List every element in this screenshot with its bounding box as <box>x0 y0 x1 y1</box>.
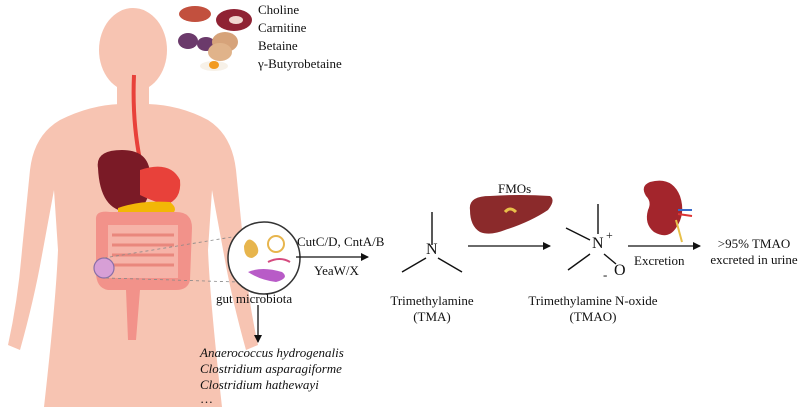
tma-nitrogen-atom: N <box>426 241 438 258</box>
nutrient-gamma-butyrobetaine: γ-Butyrobetaine <box>258 56 342 71</box>
tmao-nitrogen-atom: N <box>592 235 604 252</box>
tmao-name: Trimethylamine N-oxide <box>528 293 658 308</box>
enzymes-label-line2: YeaW/X <box>314 263 359 278</box>
outcome-line2: excreted in urine <box>710 252 798 267</box>
nutrient-betaine: Betaine <box>258 38 298 53</box>
bacterium-icon <box>244 239 259 258</box>
liver-icon <box>469 195 553 234</box>
nutrient-carnitine: Carnitine <box>258 20 307 35</box>
intestine-zoom-marker <box>93 257 115 279</box>
excretion-label: Excretion <box>634 253 685 268</box>
zoom-guide-upper <box>103 235 239 259</box>
digestive-tract-illustration <box>93 74 239 340</box>
zoom-guide-lower <box>105 277 239 283</box>
tmao-molecule-structure <box>565 204 617 271</box>
virus-icon <box>267 235 285 253</box>
tma-molecule-structure <box>401 212 463 273</box>
rod-bacterium-icon <box>248 269 285 282</box>
outcome-line1: >95% TMAO <box>717 236 791 251</box>
fmos-label: FMOs <box>498 181 532 196</box>
tmao-oxygen-atom: O <box>614 262 626 279</box>
tmao-negative-charge: - <box>603 267 608 282</box>
stomach-icon <box>140 166 181 205</box>
tmao-positive-charge: + <box>606 228 613 242</box>
enzymes-label-line1: CutC/D, CntA/B <box>297 234 385 249</box>
species-clostridium-hathewayi: Clostridium hathewayi <box>200 377 319 392</box>
tmao-abbreviation: (TMAO) <box>569 309 617 324</box>
liver-organ-icon <box>97 150 151 212</box>
species-ellipsis: … <box>200 391 213 406</box>
gut-microbiota-label: gut microbiota <box>216 291 293 306</box>
dietary-food-illustration <box>178 6 252 71</box>
nutrient-choline: Choline <box>258 2 300 17</box>
tma-abbreviation: (TMA) <box>413 309 451 324</box>
tma-name: Trimethylamine <box>390 293 474 308</box>
species-clostridium-asparagiforme: Clostridium asparagiforme <box>200 361 342 376</box>
species-anaerococcus: Anaerococcus hydrogenalis <box>200 345 344 360</box>
kidney-icon <box>643 180 693 243</box>
microbiota-zoom-circle <box>227 221 301 295</box>
